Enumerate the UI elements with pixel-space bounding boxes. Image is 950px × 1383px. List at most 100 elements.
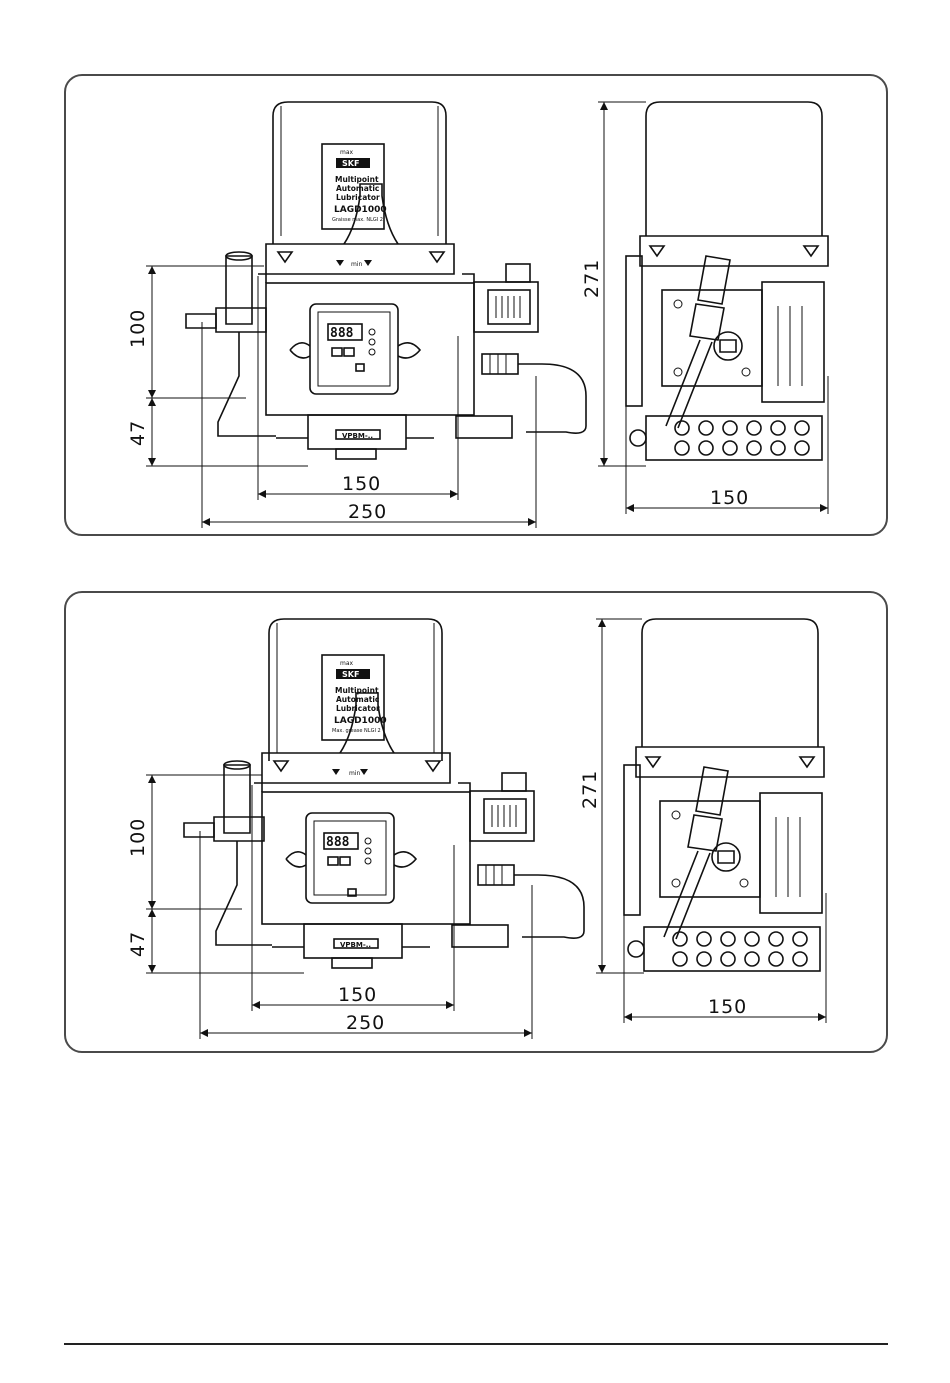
feed-line-left xyxy=(218,332,276,436)
brand-logo-text: SKF xyxy=(342,159,359,168)
side-reservoir xyxy=(646,102,822,236)
indicator-led-2 xyxy=(369,339,375,345)
dim-height-upper: 100 xyxy=(127,309,149,348)
cable xyxy=(514,875,584,938)
pump-body xyxy=(262,792,470,924)
dim-height-upper: 100 xyxy=(127,818,149,857)
side-collar xyxy=(640,236,828,266)
valve-label: VPBM-.. xyxy=(340,941,371,949)
side-mount-plate xyxy=(624,765,640,915)
screw-2 xyxy=(674,368,682,376)
reservoir-collar xyxy=(262,753,450,783)
side-extension-lines-v xyxy=(598,102,646,466)
connector-ribs xyxy=(492,805,516,827)
label-line-2: Automatic xyxy=(336,184,379,193)
indicator-led-3 xyxy=(365,858,371,864)
screw-3 xyxy=(740,879,748,887)
side-inlet-fitting xyxy=(630,430,646,446)
outlet-row-top xyxy=(675,421,809,435)
screw-2 xyxy=(672,879,680,887)
up-button xyxy=(328,857,338,865)
outlet-row-bottom xyxy=(675,441,809,455)
side-valve-nut xyxy=(690,304,724,340)
side-pump-face xyxy=(662,290,762,386)
label-top-mark: max xyxy=(340,660,354,667)
side-collar-bolts xyxy=(650,246,818,256)
grease-nipple xyxy=(184,823,214,837)
side-port-hex xyxy=(720,340,736,352)
feed-line-left xyxy=(216,841,272,945)
reservoir-collar xyxy=(266,244,454,274)
label-line-1: Multipoint xyxy=(335,686,379,695)
dim-height-lower: 47 xyxy=(127,420,149,446)
label-bottom-mark: min xyxy=(351,261,363,268)
footer-rule xyxy=(64,1343,888,1345)
connector-cap xyxy=(502,773,526,791)
block-foot xyxy=(332,958,372,968)
side-electronics-box xyxy=(760,793,822,913)
extension-lines-left xyxy=(146,775,304,973)
display-digits: 888 xyxy=(326,835,350,850)
valve-label: VPBM-.. xyxy=(342,432,373,440)
label-line-3: Lubricator xyxy=(336,704,380,713)
plug-ribs xyxy=(490,354,506,374)
label-line-3: Lubricator xyxy=(336,193,380,202)
dim-width-total: 250 xyxy=(346,1012,385,1034)
side-reservoir xyxy=(642,619,818,747)
dim-width-body: 150 xyxy=(342,473,381,495)
technical-drawing-2: max SKF Multipoint Automatic Lubricator … xyxy=(66,593,890,1055)
label-model: LAGD1000 xyxy=(334,205,387,215)
valve-nut xyxy=(214,817,264,841)
connector-ribs xyxy=(496,296,520,318)
connector-box xyxy=(484,799,526,833)
side-label-lines xyxy=(778,306,802,386)
indicator-led-2 xyxy=(365,848,371,854)
label-bottom-mark: min xyxy=(349,770,361,777)
up-button xyxy=(332,348,342,356)
label-top-mark: max xyxy=(340,149,354,156)
drawing-panel-1: max SKF Multipoint Automatic Lubricator … xyxy=(64,74,888,536)
connector-box xyxy=(488,290,530,324)
indicator-led-1 xyxy=(365,838,371,844)
label-subtext: Max. grease NLGI 2 xyxy=(332,728,381,734)
side-port-hex xyxy=(718,851,734,863)
pump-body xyxy=(266,283,474,415)
side-electronics-box xyxy=(762,282,824,402)
cable-end xyxy=(452,925,508,947)
outlet-row-bottom xyxy=(673,952,807,966)
side-extension-lines-v xyxy=(596,619,644,973)
dim-height-lower: 47 xyxy=(127,931,149,957)
side-inlet-fitting xyxy=(628,941,644,957)
brand-logo-text: SKF xyxy=(342,670,359,679)
block-foot xyxy=(336,449,376,459)
cable xyxy=(518,364,586,433)
side-collar xyxy=(636,747,824,777)
plug-ribs xyxy=(486,865,502,885)
side-relief-valve xyxy=(696,767,728,815)
indicator-led-3 xyxy=(369,349,375,355)
side-relief-valve xyxy=(698,256,730,304)
connector-cap xyxy=(506,264,530,282)
pump-shoulders xyxy=(258,274,474,283)
label-model: LAGD1000 xyxy=(334,716,387,726)
indicator-led-1 xyxy=(369,329,375,335)
screw-1 xyxy=(674,300,682,308)
cable-plug xyxy=(478,865,514,885)
side-feed-line xyxy=(664,851,710,939)
technical-drawing-1: max SKF Multipoint Automatic Lubricator … xyxy=(66,76,890,538)
reset-button xyxy=(356,364,364,371)
down-button xyxy=(340,857,350,865)
dim-height-side: 271 xyxy=(581,259,603,298)
side-pump-face xyxy=(660,801,760,897)
pump-shoulders xyxy=(254,783,470,792)
drawing-panel-2: max SKF Multipoint Automatic Lubricator … xyxy=(64,591,888,1053)
dim-width-body: 150 xyxy=(338,984,377,1006)
label-line-1: Multipoint xyxy=(335,175,379,184)
grease-nipple xyxy=(186,314,216,328)
dim-width-total: 250 xyxy=(348,501,387,523)
dim-width-side: 150 xyxy=(708,996,747,1018)
cable-plug xyxy=(482,354,518,374)
screw-1 xyxy=(672,811,680,819)
side-mount-plate xyxy=(626,256,642,406)
side-feed-line xyxy=(666,340,712,428)
